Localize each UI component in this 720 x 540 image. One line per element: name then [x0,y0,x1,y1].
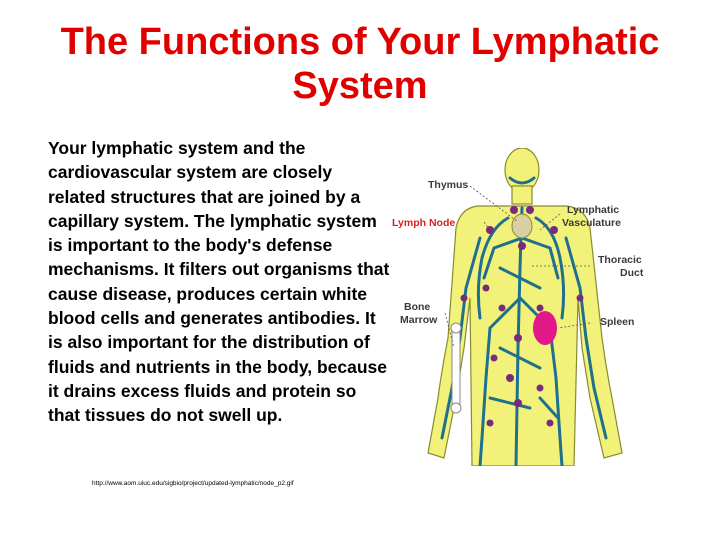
slide-title: The Functions of Your Lymphatic System [60,21,660,107]
label-thymus: Thymus [428,179,469,191]
body-paragraph: Your lymphatic system and the cardiovasc… [48,138,390,426]
label-lymphatic-vasculature-1: Lymphatic [567,204,620,216]
label-bone-marrow-2: Marrow [400,314,438,326]
leader-lines [444,185,591,349]
label-lymph-node: Lymph Node [392,217,456,229]
source-url: http://www.aom.uiuc.edu/sigbio/project/u… [92,480,294,487]
label-thoracic-duct-2: Duct [620,267,644,279]
label-thoracic-duct-1: Thoracic [598,254,642,266]
label-lymphatic-vasculature-2: Vasculature [562,217,621,229]
spleen-organ [533,311,557,345]
bone-icon [450,322,462,414]
body-silhouette [427,147,623,467]
lymphatic-body-illustration [427,147,623,468]
thymus-organ [511,213,533,239]
label-spleen: Spleen [600,316,635,328]
label-bone-marrow-1: Bone [404,301,431,313]
lymphatic-system-diagram: Thymus Lymph Node Lymphatic Vasculature … [390,147,680,468]
